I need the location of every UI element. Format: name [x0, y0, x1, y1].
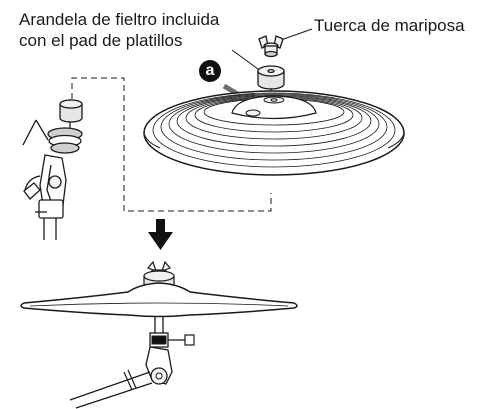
label-leaders	[231, 28, 313, 73]
felt-washer-label-line1: Arandela de fieltro incluida	[19, 10, 220, 29]
wing-nut-leader	[280, 28, 313, 41]
felt-washer-part	[257, 65, 285, 90]
marker-a-badge: a	[199, 60, 221, 82]
wing-nut-label: Tuerca de mariposa	[314, 16, 465, 35]
assembled-cymbal-part	[20, 260, 298, 409]
assembly-down-arrow	[148, 219, 173, 250]
felt-washer-leader	[231, 49, 263, 73]
dashed-connector	[71, 77, 272, 212]
cymbal-pad-part	[143, 90, 405, 176]
wing-nut-part	[258, 35, 284, 58]
felt-washer-label-line2: con el pad de platillos	[19, 31, 183, 50]
cymbal-stand-tilter-part	[22, 99, 83, 240]
